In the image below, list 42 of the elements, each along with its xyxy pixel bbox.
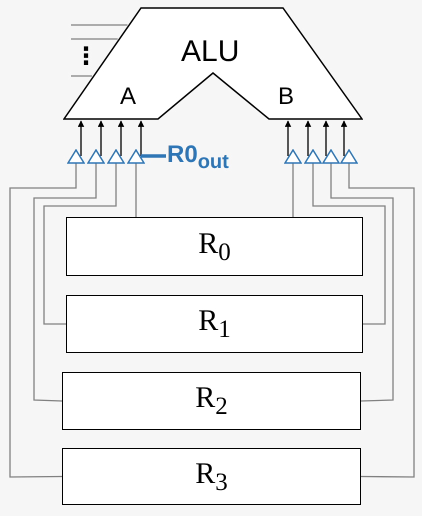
ellipsis-mark: ⋮	[74, 42, 98, 70]
arrow	[118, 120, 124, 156]
tristate-buffer	[67, 149, 85, 164]
register-label: R$_{2}$	[195, 381, 228, 421]
arrow	[284, 120, 292, 156]
tristate-buffer	[87, 149, 105, 164]
arrow	[340, 120, 348, 156]
arrow	[78, 120, 84, 156]
arrow	[98, 120, 104, 156]
register-box	[66, 217, 363, 276]
alu-label: ALU	[181, 35, 240, 69]
wire	[135, 163, 137, 217]
wire	[9, 163, 77, 478]
control-line	[141, 154, 166, 158]
arrow	[138, 120, 144, 156]
wire	[330, 163, 394, 402]
register-label: R$_{3}$	[195, 456, 228, 496]
input-label: A	[120, 83, 136, 111]
register-box	[62, 448, 361, 505]
wire	[43, 163, 117, 325]
wire	[348, 163, 415, 478]
tristate-buffer	[322, 149, 340, 164]
wire	[292, 163, 294, 217]
arrow	[322, 120, 330, 156]
tristate-buffer	[107, 149, 125, 164]
wire	[71, 24, 128, 26]
wire	[33, 163, 97, 402]
wire	[71, 75, 92, 77]
tristate-buffer	[284, 149, 302, 164]
register-box	[66, 295, 363, 353]
register-box	[62, 372, 361, 430]
tristate-buffer	[340, 149, 358, 164]
alu-shape	[63, 7, 363, 120]
register-label: R$_{0}$	[198, 226, 231, 266]
arrow	[304, 120, 312, 156]
register-label: R$_{1}$	[198, 304, 231, 344]
tristate-buffer	[127, 149, 145, 164]
signal-label: R0$_{out}$	[167, 141, 229, 174]
input-label: B	[278, 83, 294, 111]
wire	[312, 163, 386, 325]
wire	[71, 38, 118, 40]
tristate-buffer	[304, 149, 322, 164]
